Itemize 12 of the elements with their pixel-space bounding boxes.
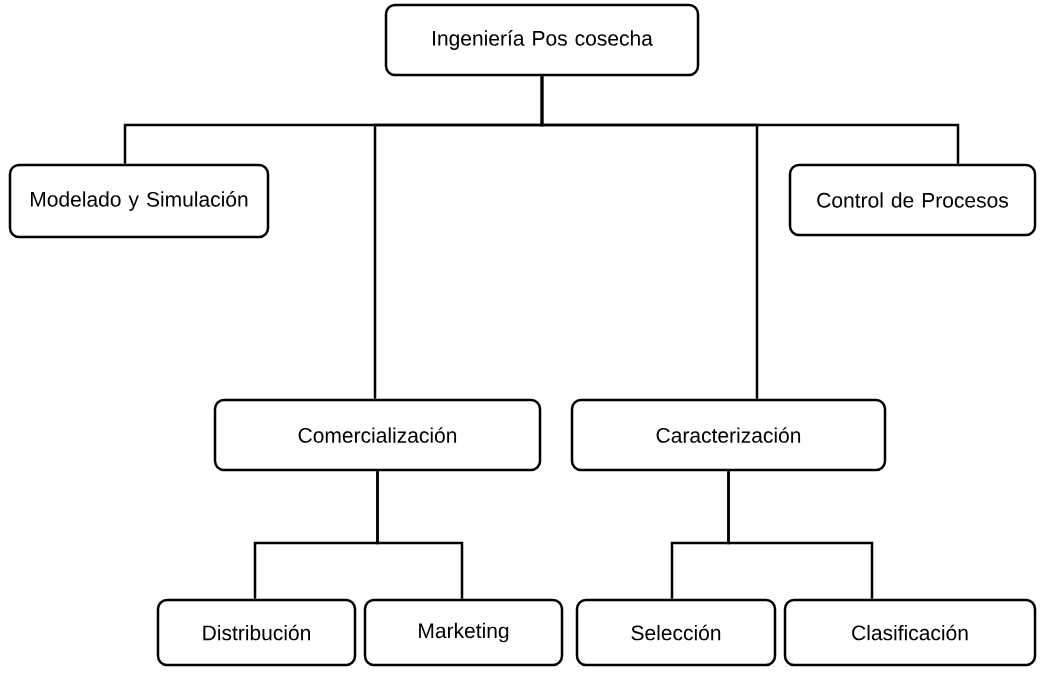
process-box: Modelado y Simulación xyxy=(8,163,270,239)
connector xyxy=(727,471,874,599)
process-box: Control de Procesos xyxy=(788,163,1037,237)
process-box: Clasificación xyxy=(783,598,1037,667)
process-box: Selección xyxy=(575,598,777,667)
process-box: Comercialización xyxy=(213,398,542,472)
process-box: Distribución xyxy=(156,598,357,667)
connector xyxy=(376,471,464,599)
process-box: Ingeniería Pos cosecha xyxy=(384,3,700,77)
connector xyxy=(540,76,960,164)
process-box: Caracterización xyxy=(570,398,887,472)
process-box: Marketing xyxy=(363,598,564,667)
